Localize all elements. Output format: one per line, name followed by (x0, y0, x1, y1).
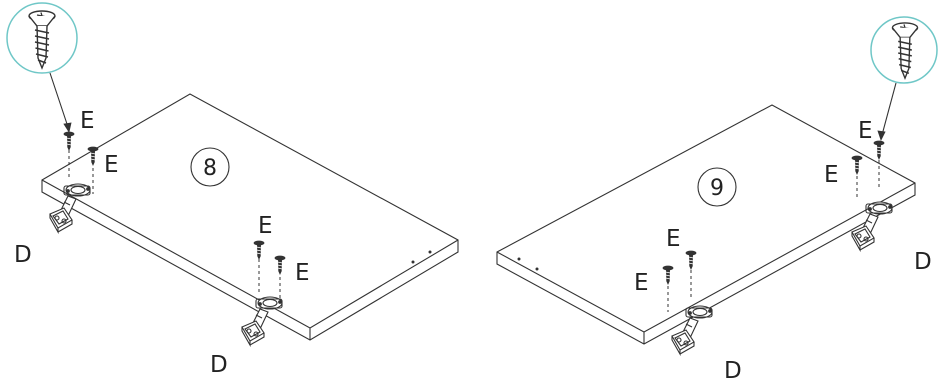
hinge-label-d: D (14, 242, 32, 268)
hinge-label-d: D (914, 249, 932, 275)
screw-detail-icon (6, 2, 78, 134)
fastener-label-e: E (858, 118, 873, 144)
fastener-label-e: E (104, 152, 119, 178)
step-number: 9 (710, 176, 724, 201)
hinge-label-d: D (724, 358, 742, 384)
panel-step-9: 9 E E D E E D (496, 16, 938, 384)
fastener-label-e: E (295, 260, 310, 286)
fastener-label-e: E (666, 226, 681, 252)
screw-detail-icon (870, 16, 938, 142)
door-panel (41, 93, 459, 341)
step-number-circle (697, 167, 737, 207)
fastener-label-e: E (80, 108, 95, 134)
fastener-label-e: E (634, 270, 649, 296)
hinge-label-d: D (210, 352, 228, 378)
fastener-label-e: E (258, 213, 273, 239)
fastener-label-e: E (824, 162, 839, 188)
screw-icon (873, 140, 885, 160)
screw-icon (63, 131, 75, 151)
panel-step-8: 8 E E D E E D (6, 2, 459, 378)
step-number-circle (190, 147, 230, 187)
step-number: 8 (203, 156, 217, 181)
door-panel (496, 104, 916, 345)
